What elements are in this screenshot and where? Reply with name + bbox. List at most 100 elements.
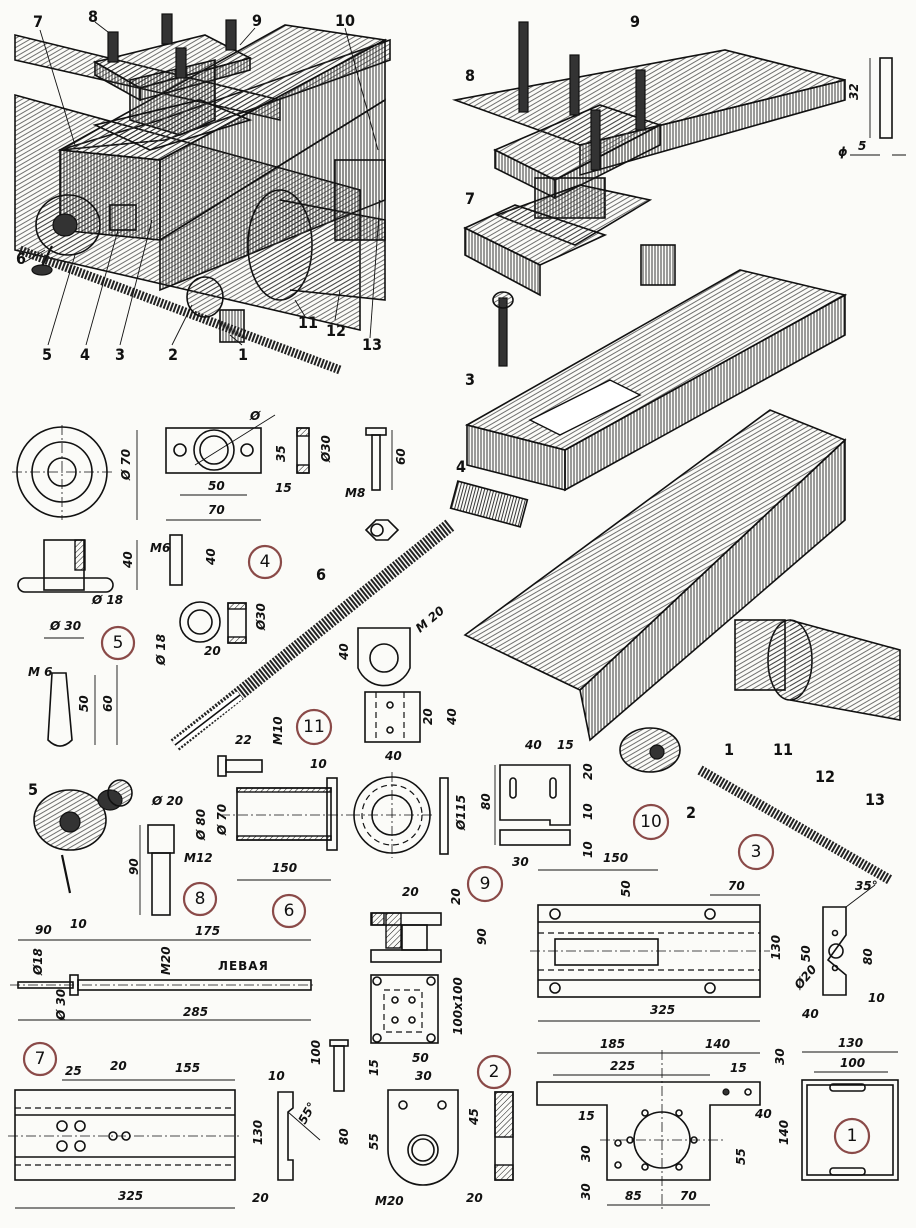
nut-plate (109, 204, 137, 231)
p6-total: 285 (183, 1005, 208, 1019)
p3-d: 70 (728, 879, 745, 893)
p6-a: 90 (35, 923, 52, 937)
ex-callout-11: 11 (773, 740, 793, 759)
p2-thick: 20 (466, 1191, 483, 1205)
p6-journal: Ø18 (31, 948, 45, 976)
p10-d: 10 (581, 803, 595, 820)
p11-h2: 40 (445, 708, 459, 726)
ex-callout-4: 4 (456, 457, 466, 476)
callout-9: 9 (252, 11, 262, 30)
p12-b: 140 (705, 1037, 730, 1051)
p12-a: 185 (600, 1037, 625, 1051)
p7-a: 25 (65, 1064, 82, 1078)
marker-9: 9 (466, 865, 504, 903)
exploded-bolts (492, 21, 646, 367)
marker-2: 2 (476, 1054, 512, 1090)
pin-drawing: 32 ϕ 5 (838, 57, 906, 159)
part-4-drawings: Ø 50 70 35 15 Ø30 60 M8 (165, 409, 408, 541)
p10-c: 20 (581, 763, 595, 780)
p5-ring-width: 20 (204, 644, 221, 658)
p4-width2: 70 (208, 503, 225, 517)
p1-inner: 100 (840, 1056, 865, 1070)
svg-text:8: 8 (195, 889, 206, 909)
callout-1: 1 (238, 345, 248, 364)
callout-6: 6 (16, 249, 26, 268)
p10-height: 80 (479, 793, 493, 810)
marker-10: 10 (632, 803, 670, 841)
exploded-view: 32 ϕ 5 8 9 7 3 4 6 5 1 2 11 12 13 (28, 12, 906, 885)
svg-text:10: 10 (640, 812, 662, 832)
p11-id: Ø 70 (215, 804, 229, 836)
ex-callout-9: 9 (630, 12, 640, 31)
p7-d: 80 (337, 1128, 351, 1145)
p1-width: 130 (838, 1036, 863, 1050)
svg-text:1: 1 (847, 1126, 858, 1146)
marker-6: 6 (271, 893, 307, 929)
svg-text:2: 2 (489, 1062, 500, 1082)
p11-od: Ø 80 (194, 809, 208, 841)
p9-height: 90 (475, 928, 489, 945)
part-3-side (564, 293, 846, 492)
p3-length: 325 (650, 1003, 675, 1017)
p5-height-dim: 40 (121, 551, 135, 569)
p12-k: 85 (625, 1189, 642, 1203)
p11-bolt-thread: M10 (271, 716, 285, 745)
p12-g: 15 (578, 1109, 595, 1123)
pin-dia-dim: 5 (858, 139, 866, 153)
svg-text:4: 4 (260, 552, 271, 572)
p4-width1: 50 (208, 479, 225, 493)
p9-b: 20 (449, 888, 463, 905)
p12-j: 30 (579, 1183, 593, 1200)
p2-top: 15 (367, 1059, 381, 1076)
p3-angle: 35° (855, 879, 878, 893)
p5-handle-b: 60 (101, 695, 115, 712)
p5-screw-thread: M6 (150, 541, 170, 555)
part-2-drawings: 50 30 15 55 45 M20 20 (367, 1051, 514, 1208)
p3-c: 50 (619, 880, 633, 897)
p7-height: 130 (251, 1120, 265, 1145)
leader-lines (24, 21, 381, 346)
callout-5: 5 (42, 345, 52, 364)
p4-thickness: 15 (275, 481, 292, 495)
p3-f: 40 (801, 1007, 819, 1021)
pin-length-dim: 32 (847, 83, 861, 100)
part-markers: 4 5 11 8 6 9 10 3 7 2 1 (22, 544, 871, 1155)
marker-1: 1 (833, 1117, 871, 1155)
p7-bolt: 100 (309, 1040, 323, 1065)
part-4-plate (449, 480, 529, 528)
callout-3: 3 (115, 345, 125, 364)
p5-handle-thread: M 6 (28, 665, 52, 679)
p3-b: 150 (603, 851, 628, 865)
p7-b: 20 (110, 1059, 127, 1073)
p10-a: 40 (524, 738, 542, 752)
callout-4: 4 (80, 345, 90, 364)
p11-width: 40 (384, 749, 402, 763)
part-5-drawings: Ø 70 40 Ø 18 Ø 30 M6 40 Ø30 Ø 18 20 M 6 … (12, 425, 268, 747)
ex-callout-12: 12 (815, 767, 835, 786)
p12-i: 30 (579, 1145, 593, 1162)
part-1-drawing: 130 100 140 (777, 1036, 899, 1181)
p2-holes: 30 (415, 1069, 432, 1083)
p5-hub-dim: Ø 30 (49, 619, 81, 633)
part-7-front (464, 226, 541, 297)
leadscrew-3 (697, 765, 893, 885)
part-3-slot (528, 379, 642, 436)
p11-nut-h: 40 (337, 643, 351, 661)
p3-a: 30 (512, 855, 529, 869)
p6-collar: Ø 30 (54, 989, 68, 1021)
svg-text:6: 6 (284, 901, 295, 921)
p11-flange-t: 10 (310, 757, 327, 771)
svg-text:9: 9 (480, 874, 491, 894)
p12-h: 55 (734, 1148, 748, 1165)
callout-10: 10 (335, 11, 355, 30)
p5-handle-a: 50 (77, 695, 91, 712)
marker-4: 4 (247, 544, 283, 580)
marker-5: 5 (100, 625, 136, 661)
part-10-drawing: 40 15 20 80 10 10 (479, 738, 595, 858)
p4-bolt-len: 60 (394, 448, 408, 465)
p3-height: 130 (769, 935, 783, 960)
part-6-drawing: 90 10 175 Ø18 Ø 30 M20 285 ЛЕВАЯ (10, 917, 315, 1021)
p2-hole-h: 45 (467, 1108, 481, 1126)
p7-angle: 55° (295, 1100, 318, 1127)
